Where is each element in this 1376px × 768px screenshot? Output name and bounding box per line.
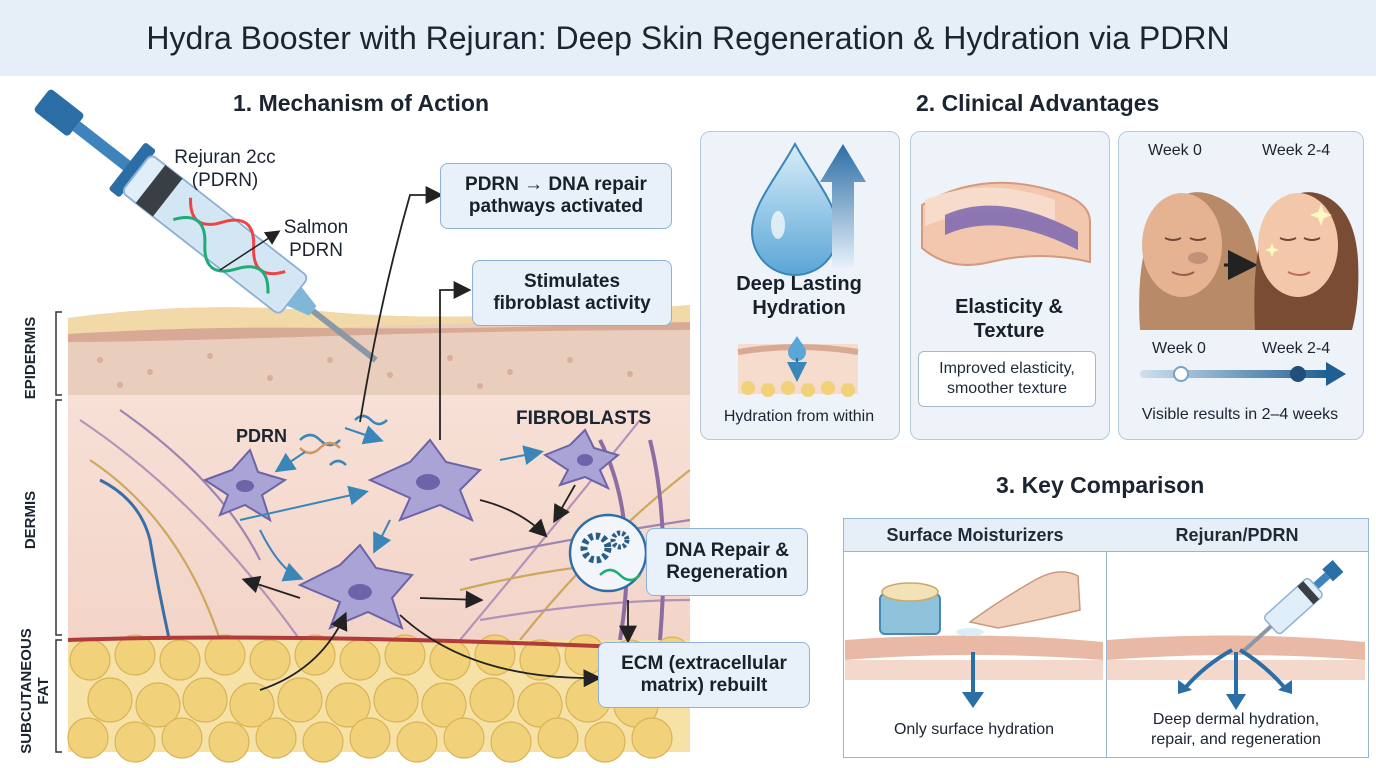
callout-repair-line1: DNA Repair & xyxy=(665,540,789,561)
salmon-pdrn-label: Salmon PDRN xyxy=(276,216,356,262)
hydration-caption: Hydration from within xyxy=(723,408,875,425)
elasticity-title: Elasticity & Texture xyxy=(910,295,1108,343)
syringe-label: Rejuran 2cc (PDRN) xyxy=(165,146,285,192)
hydration-title-line2: Hydration xyxy=(752,297,846,319)
face-label-before: Week 0 xyxy=(1148,142,1202,159)
salmon-label-line1: Salmon xyxy=(283,217,349,238)
salmon-label-line2: PDRN xyxy=(289,240,343,261)
layer-label-subcutaneous: SUBCUTANEOUS FAT xyxy=(18,626,52,756)
moisturizer-caption: Only surface hydration xyxy=(893,721,1055,738)
callout-fibroblast-activity: Stimulates fibroblast activity xyxy=(472,260,672,326)
rejuran-caption-line1: Deep dermal hydration, xyxy=(1152,711,1320,728)
callout-dna-repair-pathways: PDRN → DNA repair pathways activated xyxy=(440,163,672,229)
layer-label-epidermis: EPIDERMIS xyxy=(22,316,39,400)
rejuran-injection-illustration xyxy=(1107,560,1365,756)
syringe-illustration xyxy=(34,89,378,363)
callout-ecm-line2: matrix) rebuilt xyxy=(640,675,768,696)
page-title: Hydra Booster with Rejuran: Deep Skin Re… xyxy=(146,19,1230,56)
comparison-heading: 3. Key Comparison xyxy=(996,472,1205,498)
pdrn-fragments xyxy=(299,414,388,466)
results-caption: Visible results in 2–4 weeks xyxy=(1141,406,1339,423)
before-face-icon xyxy=(1139,192,1260,330)
callout-ecm-line1: ECM (extracellular xyxy=(621,653,787,674)
layer-label-dermis: DERMIS xyxy=(22,490,39,550)
callout-fibro-line2: fibroblast activity xyxy=(493,293,651,314)
hydration-title-line1: Deep Lasting xyxy=(736,273,862,295)
fibroblasts-label: FIBROBLASTS xyxy=(516,408,652,429)
callout-repair-line2: Regeneration xyxy=(666,562,788,583)
elasticity-detail-box: Improved elasticity, smoother texture xyxy=(918,351,1096,407)
pdrn-label: PDRN xyxy=(236,426,288,446)
hydration-skin-icon xyxy=(737,336,859,397)
elasticity-box-line2: smoother texture xyxy=(946,380,1068,397)
face-label-after: Week 2-4 xyxy=(1262,142,1331,159)
rejuran-caption-line2: repair, and regeneration xyxy=(1151,731,1321,748)
timeline-label-start: Week 0 xyxy=(1152,340,1206,357)
callout-dna-repair-regeneration: DNA Repair & Regeneration xyxy=(646,528,808,596)
callout-ecm-rebuilt: ECM (extracellular matrix) rebuilt xyxy=(598,642,810,708)
skin-cross-section xyxy=(67,305,691,763)
layer-brackets xyxy=(55,311,62,753)
elastic-skin-icon xyxy=(921,181,1091,266)
rejuran-caption: Deep dermal hydration, repair, and regen… xyxy=(1105,710,1367,750)
results-timeline xyxy=(1140,362,1346,386)
dna-repair-icon xyxy=(568,513,648,593)
title-banner: Hydra Booster with Rejuran: Deep Skin Re… xyxy=(0,0,1376,76)
callout-dna-line1: PDRN → DNA repair xyxy=(465,174,647,195)
syringe-label-line1: Rejuran 2cc xyxy=(174,147,276,168)
flow-arrows xyxy=(241,186,637,691)
mechanism-heading: 1. Mechanism of Action xyxy=(233,90,490,116)
advantages-heading: 2. Clinical Advantages xyxy=(916,90,1160,116)
layer-subcut-line1: SUBCUTANEOUS xyxy=(18,628,35,754)
syringe-label-line2: (PDRN) xyxy=(191,170,259,191)
elasticity-title-line1: Elasticity & xyxy=(955,296,1063,318)
hydration-title: Deep Lasting Hydration xyxy=(700,272,898,320)
after-face-icon xyxy=(1254,192,1359,330)
callout-fibro-line1: Stimulates xyxy=(523,271,621,292)
callout-dna-line2: pathways activated xyxy=(468,196,644,217)
layer-subcut-line2: FAT xyxy=(35,677,52,705)
hydration-drop-icon xyxy=(750,141,866,276)
elasticity-box-line1: Improved elasticity, xyxy=(939,360,1075,377)
moisturizer-illustration xyxy=(845,571,1103,756)
timeline-label-end: Week 2-4 xyxy=(1262,340,1331,357)
elasticity-title-line2: Texture xyxy=(973,320,1045,342)
